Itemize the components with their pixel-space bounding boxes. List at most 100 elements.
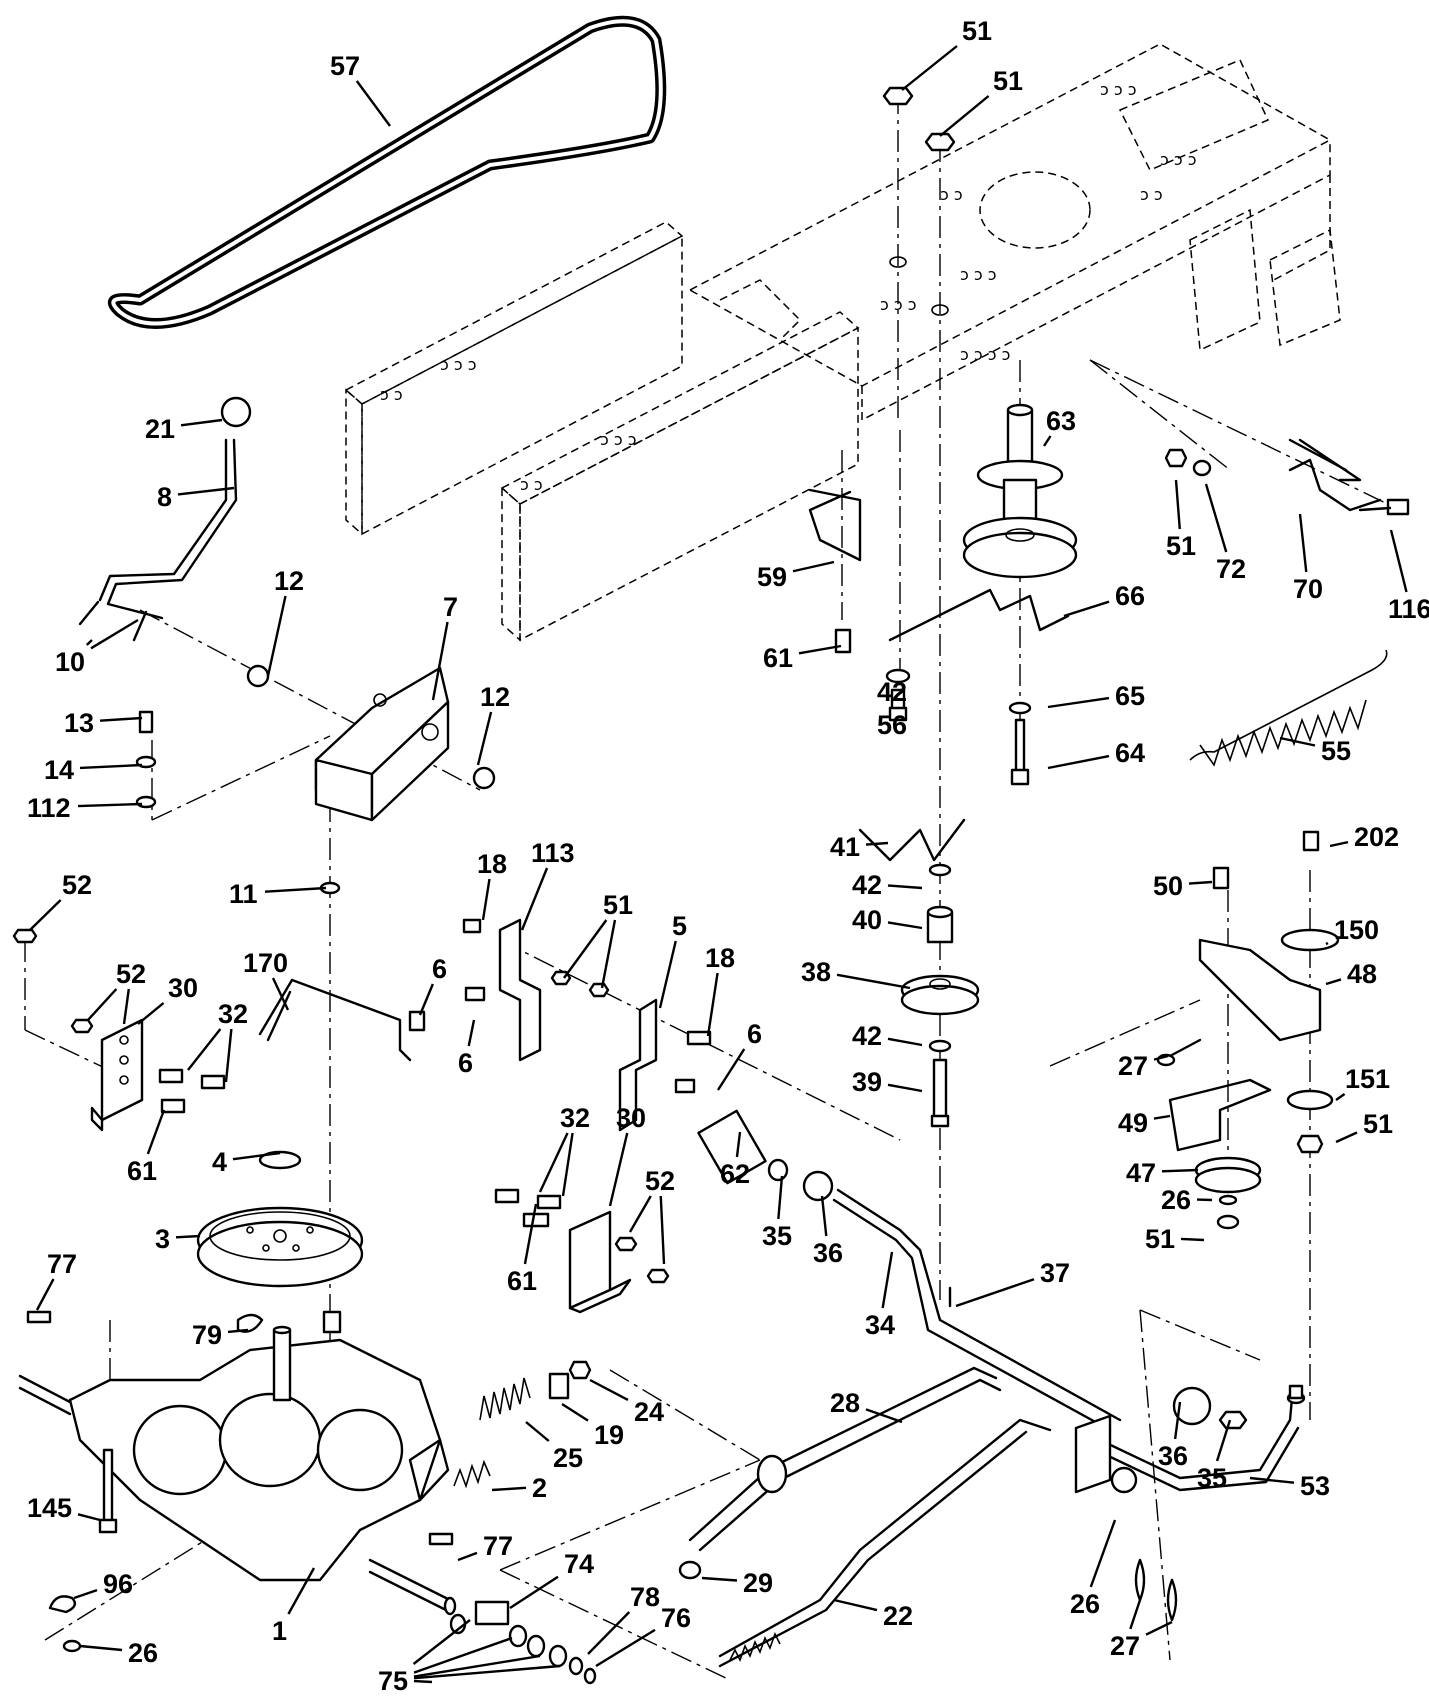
leader-c112: [77, 802, 143, 808]
rod-34: [697, 1109, 1122, 1432]
leader-c7: [431, 621, 449, 701]
leader-c36a: [820, 1195, 828, 1237]
leader-c35b: [1215, 1419, 1232, 1462]
svg-text:ɔ ɔ ɔ: ɔ ɔ ɔ: [440, 355, 477, 374]
callout-leaders: [29, 45, 1408, 1684]
svg-text:ɔ ɔ ɔ: ɔ ɔ ɔ: [960, 265, 997, 284]
leader-c26c: [79, 1644, 123, 1652]
leader-c76: [595, 1628, 656, 1668]
svg-text:ɔ ɔ ɔ ɔ: ɔ ɔ ɔ ɔ: [960, 345, 1010, 364]
brackets-113-5: [462, 918, 712, 1132]
svg-text:ɔ ɔ ɔ: ɔ ɔ ɔ: [880, 295, 917, 314]
shift-knob: [220, 396, 252, 428]
leader-c65: [1047, 696, 1110, 709]
idler-pulley-63: [888, 403, 1078, 786]
leader-extra-c27b-6: [1145, 1620, 1173, 1636]
leader-c50: [1188, 880, 1213, 885]
leader-extra-c10-0: [90, 618, 139, 650]
callout-label-c96: 96: [103, 1569, 133, 1599]
leader-c27a: [1153, 1054, 1169, 1061]
callout-label-c35b: 35: [1197, 1463, 1227, 1493]
callout-label-c37: 37: [1040, 1258, 1070, 1288]
leader-c13: [99, 716, 143, 722]
callout-label-c55: 55: [1321, 736, 1351, 766]
leader-c53: [1249, 1476, 1295, 1484]
leader-c39: [887, 1083, 923, 1093]
leader-c11: [264, 886, 327, 893]
leader-c150: [1325, 941, 1329, 946]
leader-c52b: [87, 988, 118, 1021]
leader-c52c: [628, 1195, 652, 1233]
leader-c30a: [137, 1002, 165, 1025]
callout-label-c11: 11: [229, 879, 258, 909]
leader-c57: [355, 80, 391, 127]
callout-label-c79: 79: [192, 1320, 222, 1350]
leader-c79: [227, 1328, 249, 1334]
leader-c51b: [939, 95, 990, 137]
callout-label-c39: 39: [852, 1067, 882, 1097]
leader-extra-c32b-3: [561, 1132, 574, 1197]
callout-label-c202: 202: [1354, 822, 1399, 852]
leader-extra-c75-8: [413, 1636, 513, 1674]
callout-label-c56: 56: [877, 710, 907, 740]
callout-label-c27a: 27: [1118, 1051, 1148, 1081]
leader-c22: [833, 1598, 878, 1612]
callout-label-c29: 29: [743, 1568, 773, 1598]
spring-clip-59: [808, 488, 911, 722]
callout-label-c151: 151: [1345, 1064, 1390, 1094]
leader-c49: [1153, 1114, 1171, 1120]
leader-c25: [525, 1421, 550, 1442]
frame-holes: ɔ ɔ ɔ ɔ ɔ ɔ ɔ ɔ ɔ ɔ ɔ ɔ ɔ ɔ ɔ ɔ ɔ ɔ ɔ ɔ …: [380, 80, 1197, 494]
callout-label-c30a: 30: [168, 973, 198, 1003]
springs-25-2: [453, 1360, 592, 1489]
leader-c37: [955, 1278, 1035, 1308]
callout-label-c18b: 18: [705, 943, 735, 973]
rod-22: [678, 1418, 1052, 1668]
leader-c8: [177, 486, 235, 496]
leader-extra-c52b-4: [122, 988, 130, 1025]
callout-label-c51e: 51: [1363, 1109, 1393, 1139]
svg-text:ɔ ɔ: ɔ ɔ: [380, 385, 403, 404]
leader-c32a: [187, 1028, 222, 1071]
leader-c34: [881, 1251, 894, 1309]
callout-label-c70: 70: [1293, 574, 1323, 604]
leader-c14: [79, 763, 143, 770]
leader-c75: [413, 1679, 433, 1684]
svg-text:ɔ ɔ: ɔ ɔ: [520, 475, 543, 494]
callout-label-c7: 7: [443, 592, 458, 622]
leader-c55: [1279, 736, 1316, 747]
transaxle-pulley-3: [196, 1150, 364, 1333]
leader-c12a: [266, 595, 287, 677]
callout-label-c1: 1: [272, 1616, 287, 1646]
callout-label-c52b: 52: [116, 959, 146, 989]
callout-label-c150: 150: [1334, 915, 1379, 945]
callout-label-c35a: 35: [762, 1221, 792, 1251]
callout-label-c76: 76: [661, 1603, 691, 1633]
leader-c4: [232, 1151, 281, 1161]
leader-c40: [887, 921, 923, 930]
top-nuts: [882, 86, 956, 316]
leader-c51e: [1335, 1131, 1358, 1144]
leader-c35a: [777, 1175, 784, 1220]
leader-c51c: [1174, 479, 1181, 530]
tension-spring: [1189, 649, 1388, 767]
callout-label-c40: 40: [852, 905, 882, 935]
callout-label-c64: 64: [1115, 738, 1145, 768]
leader-c10: [85, 639, 93, 646]
callout-label-c51c: 51: [1166, 531, 1196, 561]
leader-c63: [1042, 435, 1052, 447]
leader-c145: [77, 1513, 101, 1522]
callout-label-c26b: 26: [1070, 1589, 1100, 1619]
callout-label-c75: 75: [378, 1666, 408, 1696]
leader-c29: [701, 1576, 738, 1582]
pulley-38-stack: [858, 818, 980, 1128]
leader-c51d: [563, 919, 608, 979]
callout-label-c66: 66: [1115, 581, 1145, 611]
callout-label-c72: 72: [1216, 554, 1246, 584]
leader-c30b: [608, 1132, 629, 1207]
callout-label-c57: 57: [330, 51, 360, 81]
callout-label-c26a: 26: [1161, 1185, 1191, 1215]
callout-label-c52a: 52: [62, 870, 92, 900]
